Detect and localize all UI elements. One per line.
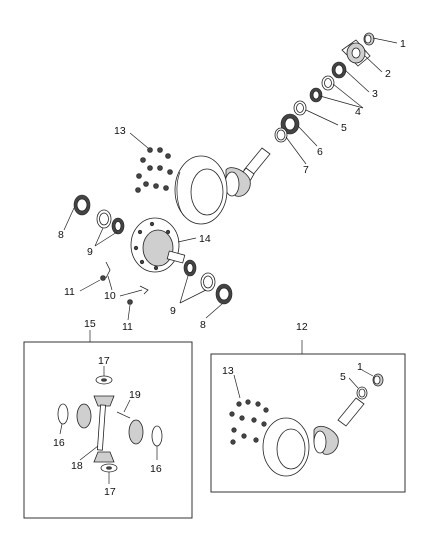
part-11-bolts	[100, 275, 133, 305]
part-3-pinion-seal	[331, 61, 347, 79]
callout-14: 14	[199, 233, 211, 245]
callout-16-left: 16	[53, 437, 65, 449]
callout-5-kit: 5	[340, 371, 346, 383]
callout-13: 13	[114, 125, 126, 137]
part-14-differential-case	[130, 217, 186, 273]
part-1-pinion-nut	[363, 32, 375, 46]
kit-15-box: 15	[23, 318, 193, 519]
callout-8-right: 8	[200, 319, 206, 331]
callout-1: 1	[400, 38, 406, 50]
leader-lines-main	[63, 37, 398, 321]
part-6-pinion-bearing	[280, 113, 300, 135]
callout-13-kit: 13	[222, 365, 234, 377]
callout-10: 10	[104, 290, 116, 302]
kit-15-parts	[57, 375, 163, 473]
callout-4: 4	[355, 106, 361, 118]
callout-3: 3	[372, 88, 378, 100]
callout-15: 15	[84, 318, 96, 330]
kit-12-leaders	[233, 369, 374, 399]
part-9-race-shim-right	[183, 259, 216, 292]
kit-12-parts	[229, 373, 384, 477]
callout-1-kit: 1	[357, 361, 363, 373]
callout-19: 19	[129, 389, 141, 401]
kit-12-callouts: 13 5 1	[222, 361, 363, 383]
ring-gear	[174, 155, 228, 225]
callout-12: 12	[296, 321, 308, 333]
drive-pinion-gear	[224, 147, 271, 197]
callout-17-top: 17	[98, 355, 110, 367]
part-9-race-shim-left	[96, 209, 125, 235]
part-8-bearing-left	[73, 194, 91, 216]
callout-9-left: 9	[87, 246, 93, 258]
callout-17-bottom: 17	[104, 486, 116, 498]
kit-15-leaders	[59, 366, 158, 484]
callout-8-left: 8	[58, 229, 64, 241]
callout-5: 5	[341, 122, 347, 134]
part-5-spacer	[293, 100, 307, 116]
part-7-shim	[274, 127, 288, 143]
part-8-bearing-right	[215, 283, 233, 305]
kit-12-box: 12	[210, 321, 406, 493]
callouts-main: 1 2 3 4 5 6 7 13 8 9 14 11 10 11 9 8	[58, 38, 406, 333]
callout-16-right: 16	[150, 463, 162, 475]
callout-11-right: 11	[122, 321, 133, 333]
callout-9-right: 9	[170, 305, 176, 317]
callout-18: 18	[71, 460, 83, 472]
part-13-ring-gear-bolts	[135, 147, 173, 193]
part-2-companion-flange	[341, 39, 371, 67]
part-10-clip	[105, 261, 149, 295]
callout-7: 7	[303, 164, 309, 176]
part-4-pinion-bearing-parts	[309, 75, 335, 103]
callout-2: 2	[385, 68, 391, 80]
callout-6: 6	[317, 146, 323, 158]
callout-11-left: 11	[64, 286, 75, 298]
kit-15-callouts: 17 19 16 18 16 17	[53, 355, 162, 498]
